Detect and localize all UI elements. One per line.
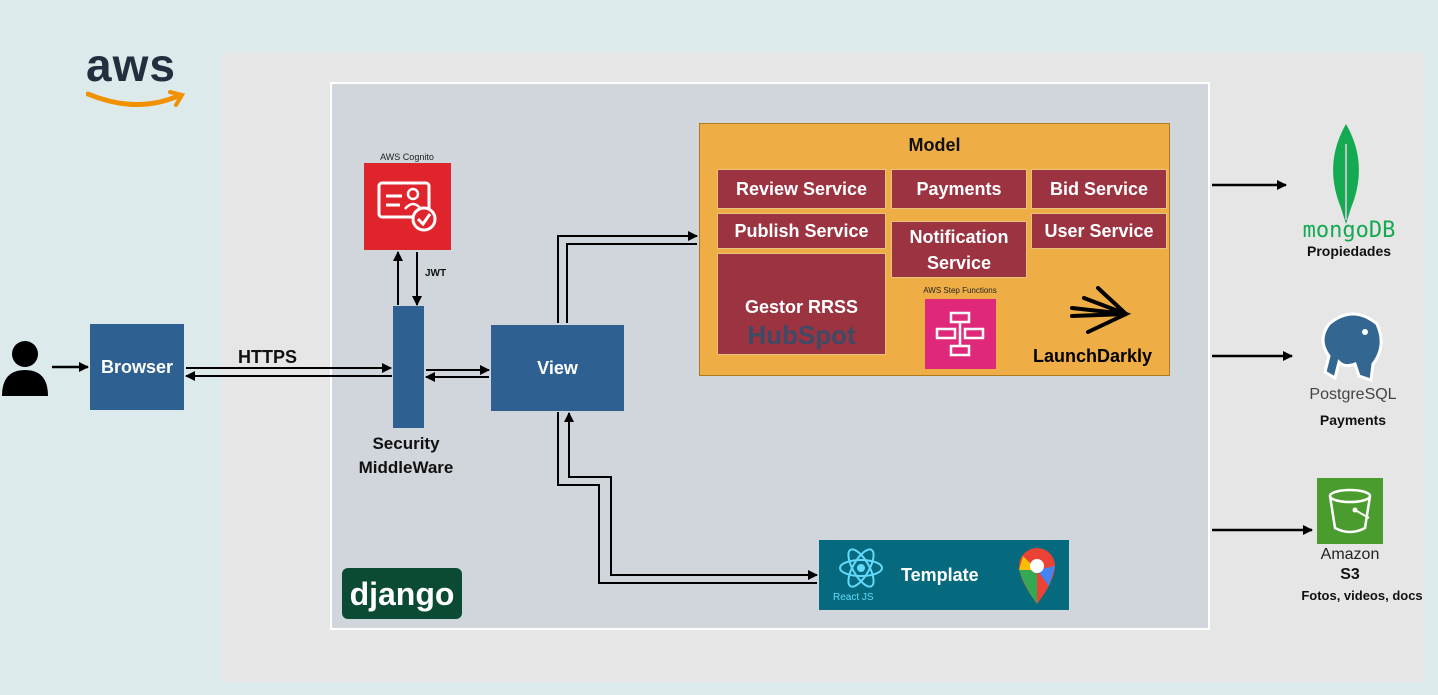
view-node: View	[491, 325, 624, 411]
django-logo: django	[342, 568, 462, 619]
bid-service-node: Bid Service	[1031, 169, 1167, 209]
notification-service-node: Notification Service	[891, 221, 1027, 278]
view-model-edges	[557, 231, 698, 323]
aws-cognito-node	[364, 163, 451, 250]
aws-step-functions-node	[925, 299, 996, 369]
template-label: Template	[901, 565, 979, 585]
cognito-caption: AWS Cognito	[380, 152, 434, 162]
security-cognito-edges	[393, 251, 422, 306]
s3-name: Amazon	[1320, 546, 1380, 563]
aws-logo: aws	[86, 40, 190, 114]
postgresql-label: Payments	[1319, 412, 1387, 428]
s3-label: Fotos, videos, docs	[1301, 588, 1423, 603]
template-node: React JS Template	[819, 540, 1069, 610]
review-service-node: Review Service	[717, 169, 886, 209]
user-icon	[2, 341, 48, 396]
security-view-edges	[425, 365, 490, 382]
model-title: Model	[908, 135, 961, 155]
https-edge-label: HTTPS	[238, 347, 298, 367]
step-functions-caption: AWS Step Functions	[923, 286, 997, 295]
model-container: Model Review Service Payments Bid Servic…	[699, 123, 1170, 376]
hubspot-logo: HubSpot	[747, 320, 856, 350]
s3-short-name: S3	[1340, 566, 1360, 583]
mongodb-leaf-icon	[1333, 124, 1359, 224]
payments-service-node: Payments	[891, 169, 1027, 209]
postgresql-elephant-icon	[1321, 312, 1383, 383]
postgresql-logo: PostgreSQL	[1309, 386, 1397, 403]
google-maps-icon	[1019, 548, 1055, 604]
launchdarkly-icon	[1070, 286, 1132, 334]
publish-service-node: Publish Service	[717, 213, 886, 249]
app-to-datastores-edges	[1212, 180, 1313, 535]
mongodb-label: Propiedades	[1306, 243, 1392, 259]
jwt-edge-label: JWT	[425, 268, 447, 279]
gestor-rrss-node: Gestor RRSS HubSpot	[717, 253, 886, 355]
react-caption: React JS	[833, 592, 874, 603]
s3-bucket-icon	[1328, 488, 1372, 534]
aws-smile-icon	[86, 90, 186, 107]
user-service-node: User Service	[1031, 213, 1167, 249]
browser-node: Browser	[90, 324, 184, 410]
browser-security-edges	[185, 363, 392, 381]
view-template-edges	[557, 412, 818, 584]
security-middleware-label: Security MiddleWare	[358, 434, 454, 477]
react-icon	[839, 548, 883, 588]
cognito-icon	[377, 181, 437, 232]
step-functions-icon	[935, 311, 985, 357]
amazon-s3-node	[1317, 478, 1383, 544]
security-middleware-node	[393, 306, 424, 428]
launchdarkly-logo: LaunchDarkly	[1033, 346, 1153, 366]
mongodb-logo: mongoDB	[1302, 218, 1396, 243]
